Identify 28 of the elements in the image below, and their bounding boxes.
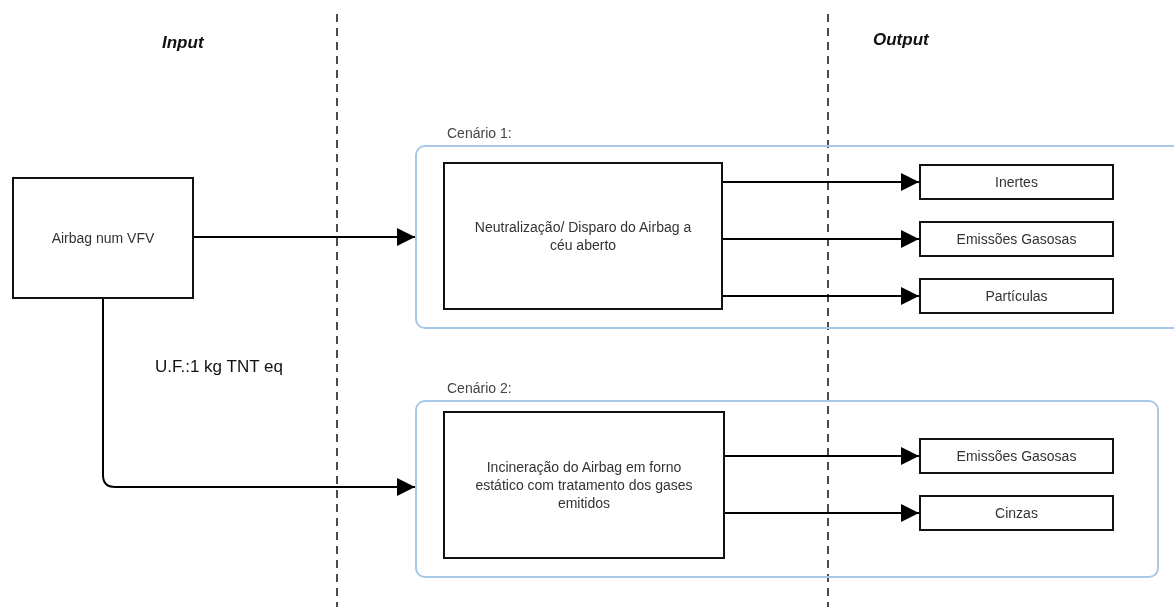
box-text: Neutralização/ Disparo do Airbag a céu aberto: [473, 217, 693, 255]
note-text: U.F.:1 kg TNT eq: [155, 357, 283, 377]
arrow: [722, 287, 920, 305]
box-text: Emissões Gasosas: [955, 446, 1078, 466]
column-heading: Output: [873, 30, 929, 50]
process-box: [443, 162, 723, 310]
output-box: [919, 221, 1114, 257]
arrow: [193, 228, 416, 246]
scenario-heading: Cenário 1:: [447, 124, 512, 143]
output-box: [919, 495, 1114, 531]
scenario-heading: Cenário 2:: [447, 379, 512, 398]
box-text: Inertes: [994, 172, 1039, 192]
output-box: [919, 164, 1114, 200]
box-text: Airbag num VFV: [50, 228, 156, 248]
arrow: [722, 230, 920, 248]
process-box: [443, 411, 725, 559]
column-heading: Input: [162, 33, 204, 53]
arrow: [724, 504, 920, 522]
box-text: Emissões Gasosas: [955, 229, 1078, 249]
arrow: [102, 298, 416, 496]
box-text: Cinzas: [994, 503, 1039, 523]
box-text: Partículas: [984, 286, 1049, 306]
output-box: [919, 278, 1114, 314]
output-box: [919, 438, 1114, 474]
box-text: Incineração do Airbag em forno estático com tratamento dos gases emitidos: [474, 457, 694, 513]
arrow: [722, 173, 920, 191]
input-box: [12, 177, 194, 299]
arrow: [724, 447, 920, 465]
